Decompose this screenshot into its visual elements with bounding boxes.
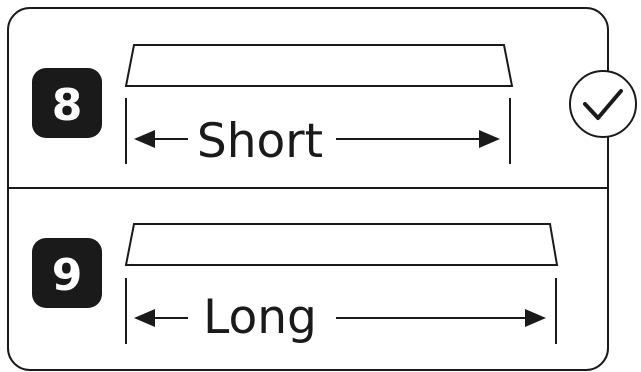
long-left-arrow	[134, 309, 188, 327]
option-8-number: 8	[52, 80, 83, 131]
option-9-badge	[32, 238, 102, 308]
long-bar-shape	[124, 223, 559, 266]
short-bar-shape	[124, 44, 514, 87]
option-short[interactable]: 8 Short	[32, 44, 514, 169]
check-circle-icon	[569, 70, 637, 138]
option-9-number: 9	[52, 250, 83, 301]
option-long[interactable]: 9 Long	[32, 223, 559, 345]
short-right-arrow	[336, 130, 500, 148]
long-right-arrow	[336, 309, 546, 327]
short-left-arrow	[134, 130, 188, 148]
short-label: Short	[197, 114, 323, 169]
long-label: Long	[203, 290, 317, 345]
option-8-badge	[32, 68, 102, 138]
